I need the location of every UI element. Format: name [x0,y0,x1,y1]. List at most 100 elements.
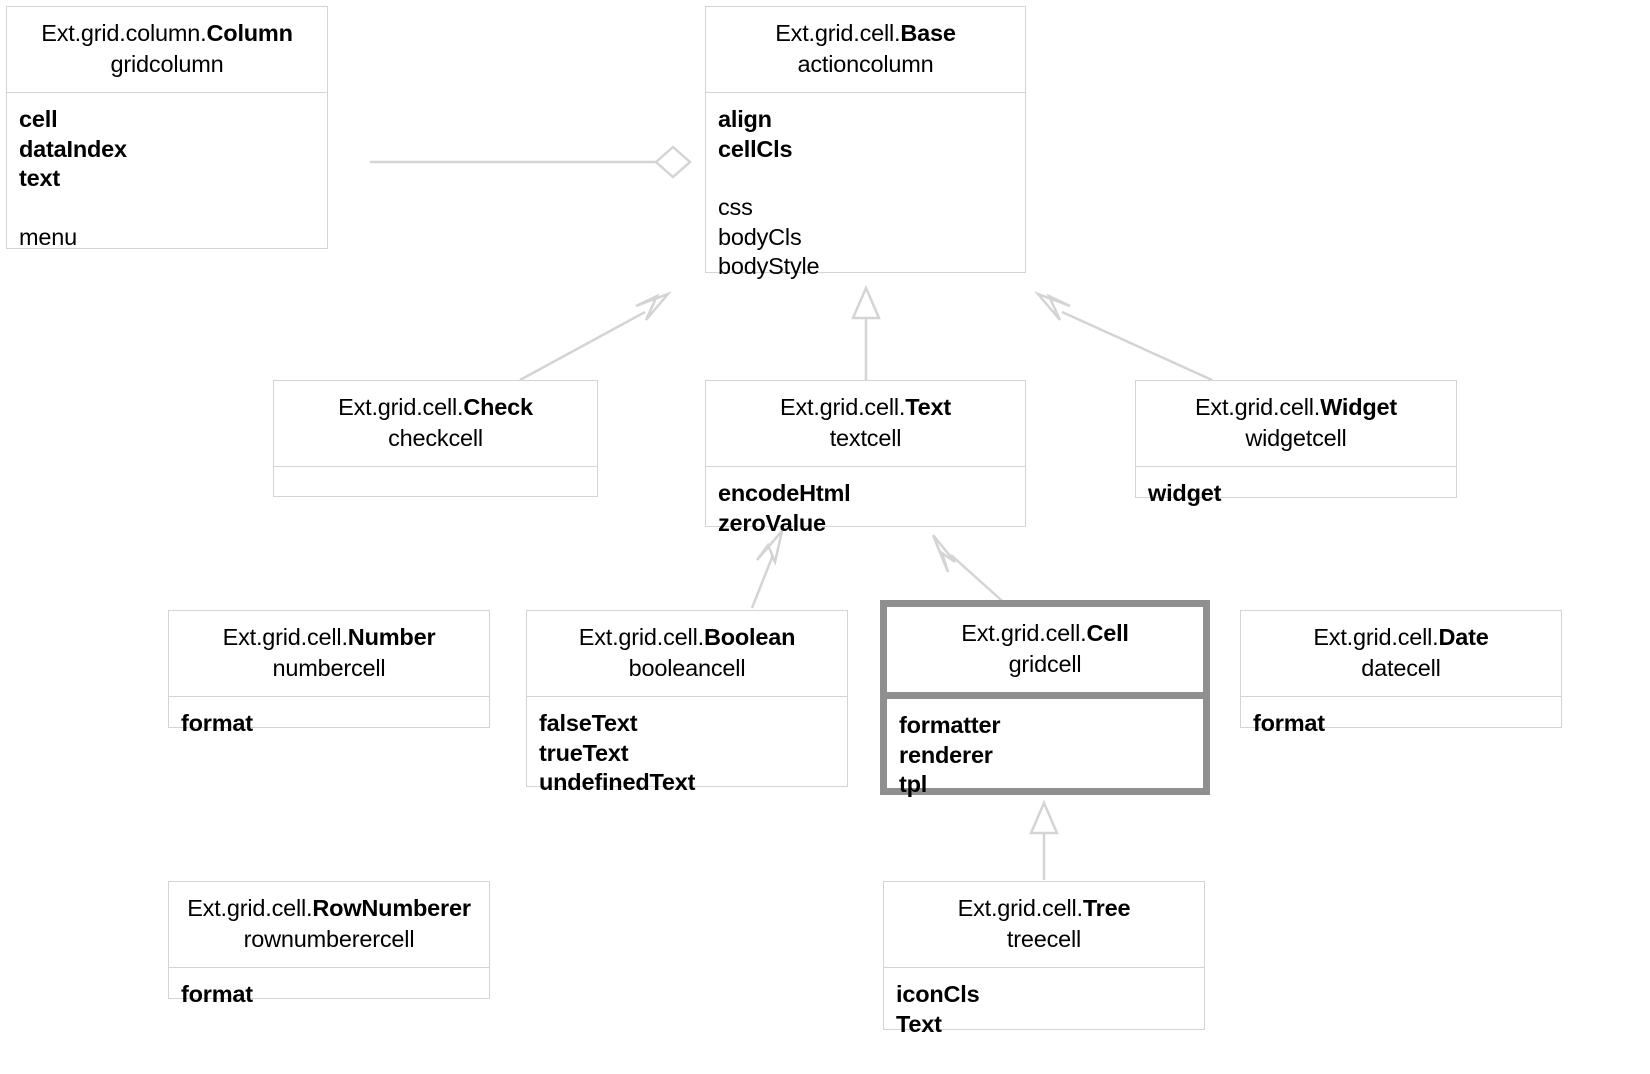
class-box-boolean[interactable]: Ext.grid.cell.Boolean booleancell falseT… [526,610,848,795]
class-header-base: Ext.grid.cell.Base actioncolumn [706,7,1025,93]
class-namespace-tree: Ext.grid.cell. [957,895,1083,921]
member-item: menu [19,223,77,250]
member-item: cell [19,106,58,132]
class-header-date: Ext.grid.cell.Date datecell [1241,611,1561,697]
class-box-widget[interactable]: Ext.grid.cell.Widget widgetcell widget [1135,380,1457,506]
class-members-cell: formatter renderer tpl [887,699,1203,797]
class-shortname-column: Column [206,20,293,46]
member-item: Text [896,1010,942,1037]
edge-tree-extends-cell [1029,799,1059,880]
member-item: dataIndex [19,135,127,162]
class-members-tree: iconCls Text [884,968,1204,1037]
class-shortname-widget: Widget [1320,394,1398,420]
member-item: iconCls [896,981,980,1007]
class-name-rownumberer: Ext.grid.cell.RowNumberer [179,893,479,924]
class-name-number: Ext.grid.cell.Number [179,622,479,653]
member-item: widget [1148,480,1222,506]
member-item: bodyStyle [718,253,820,279]
class-shortname-date: Date [1438,624,1489,650]
class-namespace-date: Ext.grid.cell. [1313,624,1439,650]
edge-widget-extends-base [1033,291,1213,382]
class-header-cell: Ext.grid.cell.Cell gridcell [887,607,1203,699]
class-members-check [274,467,597,496]
class-xtype-date: datecell [1361,655,1441,681]
class-header-tree: Ext.grid.cell.Tree treecell [884,882,1204,968]
class-name-column: Ext.grid.column.Column [17,18,317,49]
class-shortname-number: Number [347,624,436,650]
member-item: format [181,710,253,736]
member-item: align [718,106,772,132]
class-header-column: Ext.grid.column.Column gridcolumn [7,7,327,93]
class-members-date: format [1241,697,1561,736]
class-namespace-text: Ext.grid.cell. [780,394,906,420]
class-namespace-rownumberer: Ext.grid.cell. [187,895,313,921]
class-namespace-base: Ext.grid.cell. [775,20,901,46]
class-name-cell: Ext.grid.cell.Cell [897,618,1193,649]
member-item: encodeHtml [718,480,851,506]
member-item: renderer [899,741,993,768]
class-shortname-cell: Cell [1086,620,1129,646]
class-header-check: Ext.grid.cell.Check checkcell [274,381,597,467]
class-members-rownumberer: format [169,968,489,1007]
class-members-number: format [169,697,489,736]
class-xtype-boolean: booleancell [628,655,746,681]
edge-text-extends-base [851,284,881,380]
edge-check-extends-base [519,291,673,382]
class-xtype-widget: widgetcell [1245,425,1347,451]
member-item: zeroValue [718,509,826,536]
edge-boolean-extends-text [750,530,784,609]
class-members-widget: widget [1136,467,1456,506]
class-namespace-check: Ext.grid.cell. [338,394,464,420]
class-header-text: Ext.grid.cell.Text textcell [706,381,1025,467]
member-item: format [1253,710,1325,736]
member-item: text [19,165,60,191]
member-item: css [718,194,753,220]
class-box-tree[interactable]: Ext.grid.cell.Tree treecell iconCls Text [883,881,1205,1037]
class-header-boolean: Ext.grid.cell.Boolean booleancell [527,611,847,697]
class-box-column[interactable]: Ext.grid.column.Column gridcolumn cell d… [6,6,328,250]
class-box-cell[interactable]: Ext.grid.cell.Cell gridcell formatter re… [880,600,1210,797]
member-item: falseText [539,710,638,736]
class-header-number: Ext.grid.cell.Number numbercell [169,611,489,697]
class-name-boolean: Ext.grid.cell.Boolean [537,622,837,653]
class-shortname-base: Base [900,20,956,46]
class-shortname-tree: Tree [1082,895,1131,921]
class-namespace-column: Ext.grid.column. [41,20,207,46]
member-item: format [181,981,253,1007]
class-header-widget: Ext.grid.cell.Widget widgetcell [1136,381,1456,467]
class-namespace-boolean: Ext.grid.cell. [578,624,704,650]
class-box-number[interactable]: Ext.grid.cell.Number numbercell format [168,610,490,736]
class-xtype-column: gridcolumn [110,51,224,77]
class-shortname-check: Check [463,394,533,420]
class-members-column: cell dataIndex text menu [7,93,327,250]
class-box-text[interactable]: Ext.grid.cell.Text textcell encodeHtml z… [705,380,1026,536]
member-item: bodyCls [718,223,802,250]
member-spacer [718,164,1025,193]
class-header-rownumberer: Ext.grid.cell.RowNumberer rownumberercel… [169,882,489,968]
class-name-check: Ext.grid.cell.Check [284,392,587,423]
class-shortname-boolean: Boolean [703,624,796,650]
class-box-rownumberer[interactable]: Ext.grid.cell.RowNumberer rownumberercel… [168,881,490,1007]
class-namespace-widget: Ext.grid.cell. [1194,394,1321,420]
edge-column-aggregates-base [370,145,692,179]
class-namespace-number: Ext.grid.cell. [222,624,348,650]
class-shortname-rownumberer: RowNumberer [312,895,471,921]
member-item: cellCls [718,135,793,162]
class-members-text: encodeHtml zeroValue [706,467,1025,536]
class-xtype-text: textcell [829,425,902,451]
class-box-date[interactable]: Ext.grid.cell.Date datecell format [1240,610,1562,736]
member-item: tpl [899,771,928,797]
class-box-check[interactable]: Ext.grid.cell.Check checkcell [273,380,598,497]
edge-cell-extends-text [931,534,1011,609]
class-members-base: align cellCls css bodyCls bodyStyle [706,93,1025,279]
class-box-base[interactable]: Ext.grid.cell.Base actioncolumn align ce… [705,6,1026,279]
class-name-text: Ext.grid.cell.Text [716,392,1015,423]
class-xtype-cell: gridcell [1008,651,1082,677]
member-item: formatter [899,712,1001,738]
class-name-tree: Ext.grid.cell.Tree [894,893,1194,924]
class-xtype-check: checkcell [388,425,483,451]
class-namespace-cell: Ext.grid.cell. [961,620,1087,646]
member-spacer [19,194,327,223]
class-xtype-number: numbercell [272,655,386,681]
